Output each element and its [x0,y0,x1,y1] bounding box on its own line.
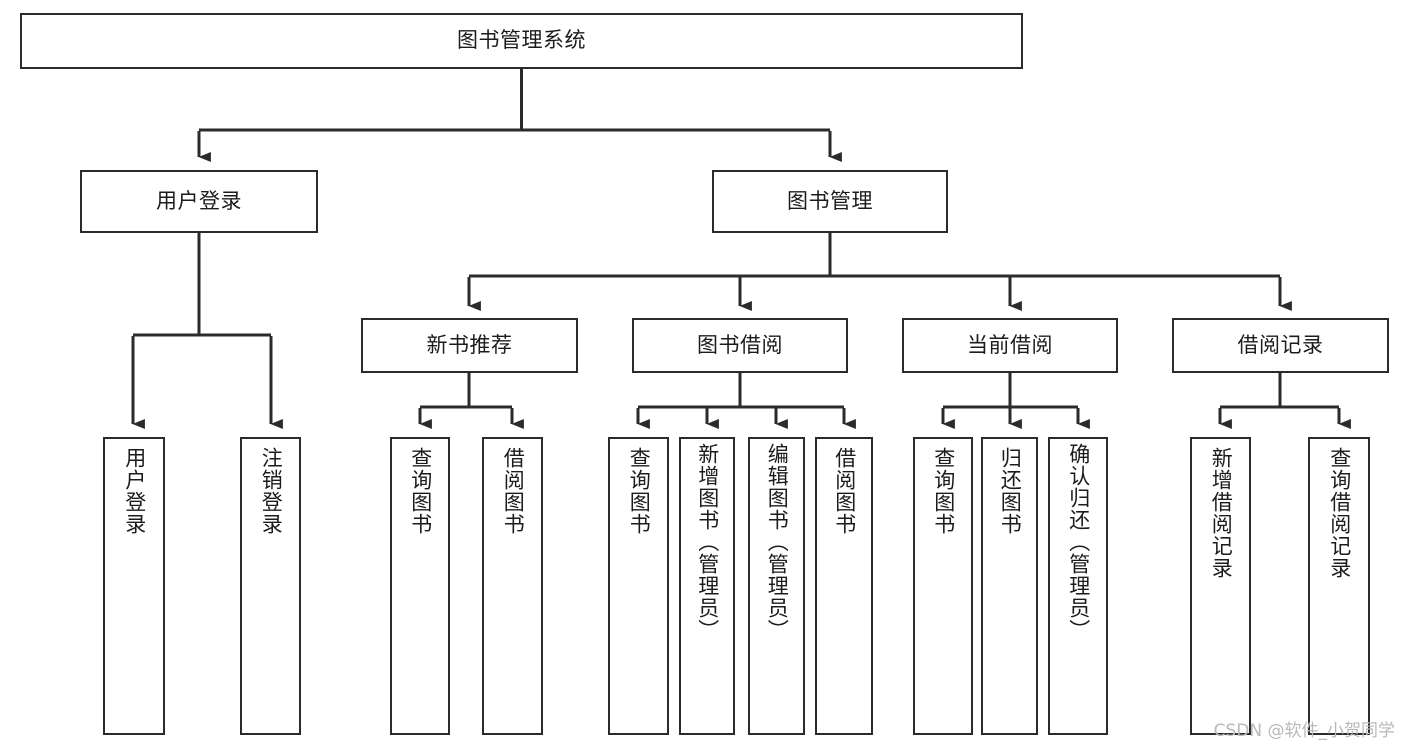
leaf-query-books-current[interactable]: 查询图书 [913,437,973,735]
node-book-borrow[interactable]: 图书借阅 [632,318,848,373]
leaf-add-book-admin-label: 新增图书（管理员） [695,443,720,641]
node-current-borrow-label: 当前借阅 [967,332,1053,357]
node-new-book-recommend[interactable]: 新书推荐 [361,318,578,373]
leaf-borrow-books-borrow-label: 借阅图书 [832,447,857,535]
leaf-borrow-books-newbooks-label: 借阅图书 [501,447,526,535]
node-book-borrow-label: 图书借阅 [697,332,783,357]
leaf-edit-book-admin[interactable]: 编辑图书（管理员） [748,437,805,735]
leaf-edit-book-admin-label: 编辑图书（管理员） [765,443,790,641]
leaf-query-borrow-record-label: 查询借阅记录 [1327,447,1352,579]
node-current-borrow[interactable]: 当前借阅 [902,318,1118,373]
node-book-management[interactable]: 图书管理 [712,170,948,233]
leaf-query-books-borrow-label: 查询图书 [627,447,652,535]
leaf-logout[interactable]: 注销登录 [240,437,301,735]
leaf-confirm-return-admin-label: 确认归还（管理员） [1066,443,1091,641]
leaf-query-books-current-label: 查询图书 [931,447,956,535]
node-new-book-recommend-label: 新书推荐 [426,332,513,357]
leaf-query-books-borrow[interactable]: 查询图书 [608,437,669,735]
node-root-label: 图书管理系统 [457,28,586,53]
leaf-query-books-newbooks[interactable]: 查询图书 [390,437,450,735]
leaf-add-borrow-record-label: 新增借阅记录 [1209,447,1234,579]
leaf-query-borrow-record[interactable]: 查询借阅记录 [1308,437,1370,735]
watermark-text: CSDN @软件_小贺同学 [1213,721,1395,741]
leaf-add-borrow-record[interactable]: 新增借阅记录 [1190,437,1251,735]
node-borrow-records-label: 借阅记录 [1237,332,1324,357]
node-user-login-label: 用户登录 [156,188,242,213]
leaf-logout-label: 注销登录 [259,447,284,535]
leaf-add-book-admin[interactable]: 新增图书（管理员） [679,437,735,735]
leaf-query-books-newbooks-label: 查询图书 [408,447,433,535]
node-user-login[interactable]: 用户登录 [80,170,318,233]
node-root[interactable]: 图书管理系统 [20,13,1023,69]
leaf-return-books-label: 归还图书 [998,447,1023,535]
node-book-management-label: 图书管理 [787,188,873,213]
leaf-return-books[interactable]: 归还图书 [981,437,1038,735]
leaf-borrow-books-newbooks[interactable]: 借阅图书 [482,437,543,735]
leaf-confirm-return-admin[interactable]: 确认归还（管理员） [1048,437,1108,735]
leaf-user-login-label: 用户登录 [122,447,147,535]
node-borrow-records[interactable]: 借阅记录 [1172,318,1389,373]
leaf-borrow-books-borrow[interactable]: 借阅图书 [815,437,873,735]
leaf-user-login[interactable]: 用户登录 [103,437,165,735]
